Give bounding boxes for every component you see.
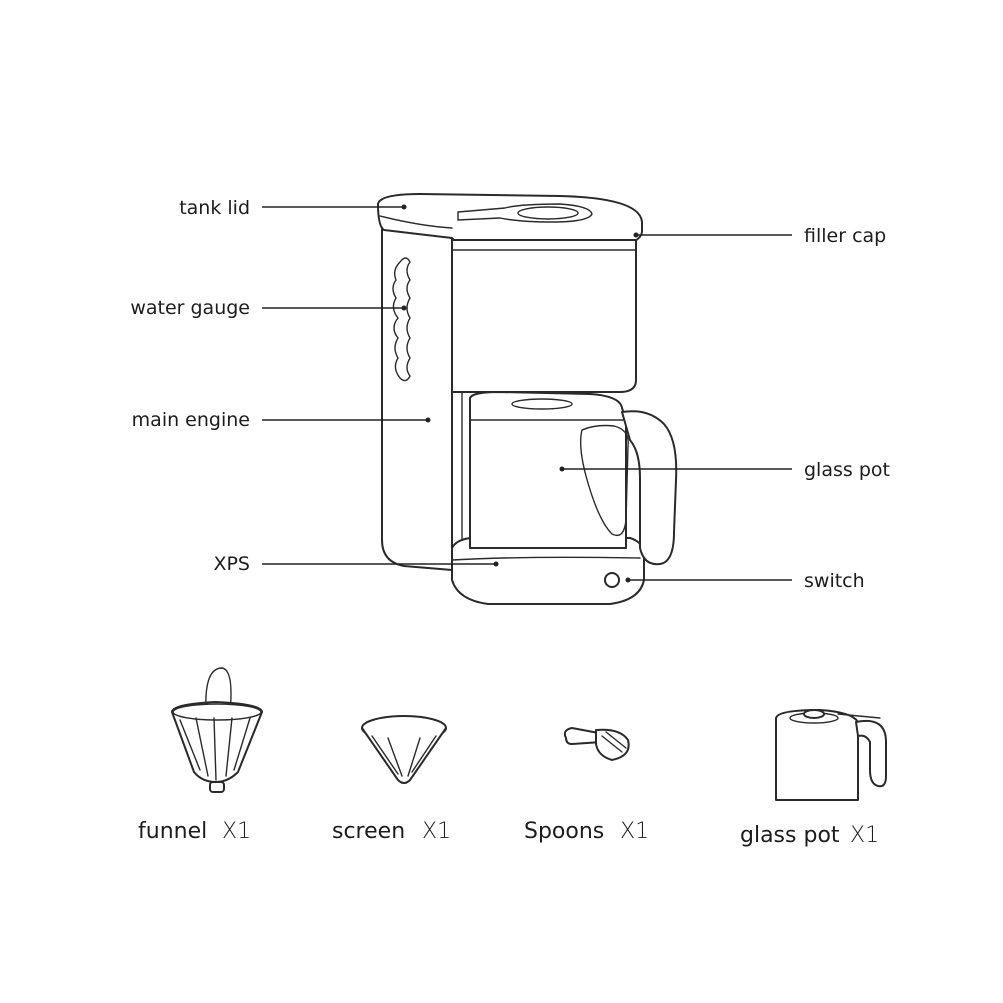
label-water-gauge: water gauge <box>130 297 250 319</box>
accessory-spoons-qty: X1 <box>620 819 649 844</box>
main-engine-body <box>381 221 453 571</box>
accessory-spoons-label: Spoons <box>524 819 604 844</box>
coffee-maker-illustration <box>377 193 678 605</box>
accessory-funnel-qty: X1 <box>222 819 251 844</box>
filter-housing <box>451 239 637 393</box>
label-tank-lid: tank lid <box>179 197 250 219</box>
tank-lid-shape <box>377 193 643 249</box>
callout-labels: tank lid water gauge main engine XPS fil… <box>130 197 890 592</box>
accessory-screen-qty: X1 <box>422 819 451 844</box>
accessory-screen-label: screen <box>332 819 405 844</box>
water-gauge-window <box>392 257 411 382</box>
funnel-illustration <box>171 667 263 793</box>
accessory-glass-pot-label: glass pot <box>740 823 840 848</box>
switch-button <box>604 572 620 588</box>
accessory-funnel-label: funnel <box>138 819 207 844</box>
accessory-glass-pot-qty: X1 <box>850 823 879 848</box>
small-glass-pot-illustration <box>775 709 887 801</box>
glass-pot-shape <box>468 391 627 549</box>
label-switch: switch <box>804 570 865 592</box>
accessory-labels: funnel X1 screen X1 Spoons X1 glass pot … <box>138 819 879 848</box>
label-main-engine: main engine <box>132 409 250 431</box>
callout-lines <box>262 204 792 583</box>
glass-pot-handle <box>621 410 678 566</box>
label-filler-cap: filler cap <box>804 225 886 247</box>
label-xps: XPS <box>213 553 250 575</box>
label-glass-pot: glass pot <box>804 459 890 481</box>
filler-cap-recess <box>457 203 593 223</box>
screen-illustration <box>361 715 447 784</box>
spoon-illustration <box>563 727 630 761</box>
